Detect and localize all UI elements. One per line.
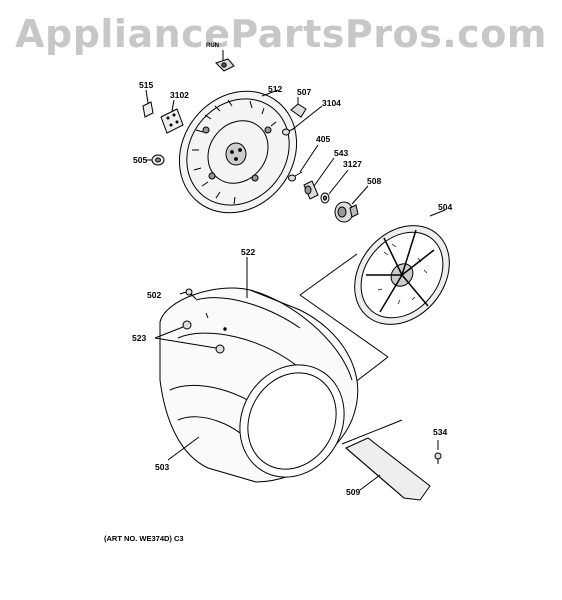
label-505: 505 (133, 155, 147, 165)
label-3104: 3104 (322, 98, 341, 108)
part-3102[interactable] (160, 99, 184, 134)
part-507[interactable] (290, 97, 307, 118)
part-515[interactable] (142, 89, 154, 118)
label-512: 512 (268, 84, 282, 94)
part-509-baffle[interactable] (345, 437, 431, 501)
label-515: 515 (139, 80, 153, 90)
run-switch-part[interactable] (215, 50, 235, 72)
part-508[interactable] (334, 185, 369, 223)
label-522: 522 (241, 247, 255, 257)
part-502[interactable] (179, 288, 197, 300)
label-523: 523 (132, 333, 146, 343)
part-405[interactable] (288, 144, 319, 182)
label-503: 503 (155, 462, 169, 472)
part-3127[interactable] (320, 169, 349, 204)
part-503-drum[interactable] (159, 287, 364, 496)
part-534[interactable] (434, 440, 442, 464)
label-507: 507 (297, 87, 311, 97)
part-3104[interactable] (282, 105, 323, 136)
part-543[interactable] (303, 157, 335, 200)
part-505[interactable] (146, 154, 165, 166)
label-run: RUN (206, 43, 219, 49)
label-405: 405 (316, 134, 330, 144)
part-labels: RUN 515 3102 512 507 3104 505 405 543 31… (132, 43, 452, 497)
label-3127: 3127 (343, 159, 362, 169)
label-543: 543 (334, 148, 348, 158)
label-3102: 3102 (170, 90, 189, 100)
label-509: 509 (346, 487, 360, 497)
part-503-leader (167, 436, 200, 461)
part-523-leaders (154, 326, 217, 349)
part-504-drum-back[interactable] (335, 207, 469, 344)
label-504: 504 (438, 202, 452, 212)
label-508: 508 (367, 176, 381, 186)
part-512-bulkhead[interactable] (155, 68, 320, 237)
art-number-caption: (ART NO. WE374D) C3 (104, 534, 184, 543)
label-502: 502 (147, 290, 161, 300)
label-534: 534 (433, 427, 447, 437)
watermark-logo: AppliancePartsPros.com (15, 12, 547, 56)
